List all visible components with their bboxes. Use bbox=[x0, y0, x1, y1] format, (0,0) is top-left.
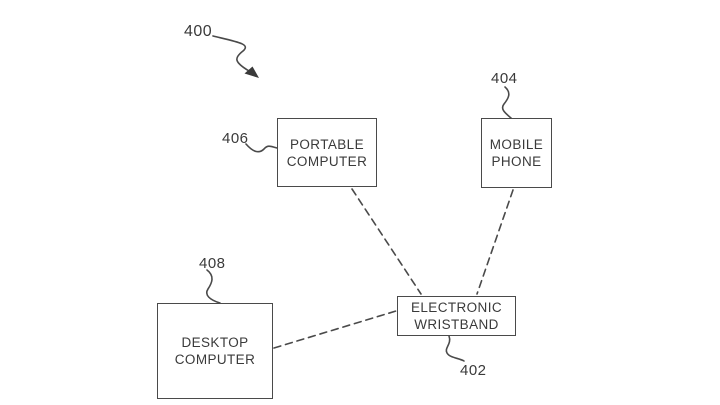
node-label-line: COMPUTER bbox=[286, 153, 368, 169]
node-label-line: PORTABLE bbox=[290, 136, 364, 152]
node-label-line: MOBILE bbox=[489, 137, 544, 152]
dashed-link-portable-to-wristband bbox=[351, 188, 422, 295]
leader-squiggle-400 bbox=[212, 35, 250, 72]
node-label-line: PHONE bbox=[491, 154, 542, 169]
arrowhead-400 bbox=[244, 66, 259, 78]
node-desktop-computer: DESKTOP COMPUTER bbox=[157, 303, 273, 399]
leader-squiggle-402 bbox=[445, 335, 465, 362]
ref-404: 404 bbox=[491, 70, 518, 87]
leader-squiggle-404 bbox=[501, 86, 512, 119]
leader-squiggle-406 bbox=[245, 143, 278, 153]
dashed-link-desktop-to-wristband bbox=[273, 310, 397, 349]
ref-408: 408 bbox=[199, 255, 226, 272]
ref-406: 406 bbox=[222, 130, 249, 147]
dashed-link-mobile-to-wristband bbox=[476, 189, 514, 295]
node-label-line: COMPUTER bbox=[174, 352, 256, 367]
node-mobile-phone: MOBILE PHONE bbox=[481, 118, 552, 188]
node-label-line: ELECTRONIC bbox=[410, 300, 502, 315]
ref-402: 402 bbox=[460, 362, 487, 379]
figure-ref-400: 400 bbox=[184, 23, 213, 40]
leader-squiggle-408 bbox=[205, 269, 221, 304]
node-label-line: DESKTOP bbox=[181, 335, 249, 350]
node-electronic-wristband: ELECTRONIC WRISTBAND bbox=[397, 296, 516, 336]
node-label-line: WRISTBAND bbox=[414, 317, 499, 332]
node-portable-computer: PORTABLE COMPUTER bbox=[277, 118, 377, 187]
